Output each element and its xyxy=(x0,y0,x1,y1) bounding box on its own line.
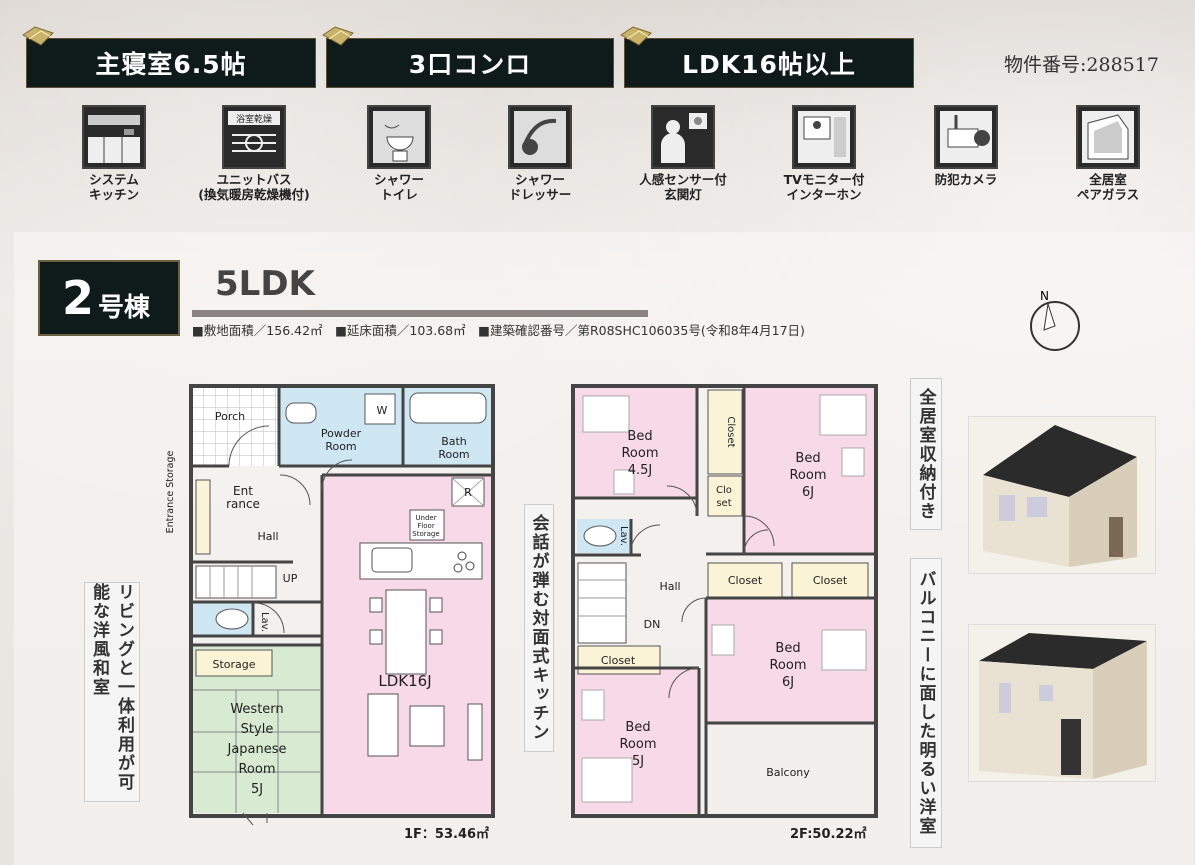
layout-type: 5LDK xyxy=(215,264,315,304)
hall-label: Hall xyxy=(257,530,278,543)
dn-label: DN xyxy=(644,618,661,631)
bed-room-3-label-2: Room xyxy=(769,658,806,673)
tv-intercom-icon xyxy=(792,105,856,169)
bed-room-2-label-3: 6J xyxy=(802,485,814,500)
icon-label: 防犯カメラ xyxy=(934,172,998,187)
up-label: UP xyxy=(283,572,298,585)
divider xyxy=(192,310,648,317)
entrance-storage-label: Entrance Storage xyxy=(165,450,176,533)
lav-2-label: Lav. xyxy=(618,526,629,546)
icon-label: システムキッチン xyxy=(88,172,139,202)
feature-banner-1: 主寝室6.5帖 xyxy=(22,26,316,88)
entrance-label-2: rance xyxy=(226,497,260,511)
closet-3-label: Closet xyxy=(728,574,763,587)
bed-room-4-label-2: Room xyxy=(619,737,656,752)
japanese-room-label-1: Western xyxy=(230,702,283,717)
gem-icon xyxy=(22,26,54,46)
shower-dresser-icon xyxy=(508,105,572,169)
floor-1-plan xyxy=(189,384,495,826)
house-exterior-photo-2 xyxy=(968,624,1156,782)
storage-label: Storage xyxy=(212,658,255,671)
bed-room-2-label-2: Room xyxy=(789,468,826,483)
powder-room-label-1: Powder xyxy=(321,427,362,440)
bed-room-3-label-3: 6J xyxy=(782,675,794,690)
bed-room-2-label-1: Bed xyxy=(795,451,820,466)
property-number: 物件番号:288517 xyxy=(1004,54,1159,76)
japanese-room-label-4: Room xyxy=(238,762,275,777)
floor-2-area: 2F:50.22㎡ xyxy=(790,827,867,842)
porch-label: Porch xyxy=(215,410,245,423)
bath-room-label-1: Bath xyxy=(441,435,467,448)
icon-label: 人感センサー付玄関灯 xyxy=(639,172,727,202)
bed-room-3-label-1: Bed xyxy=(775,641,800,656)
powder-room-label-2: Room xyxy=(325,440,356,453)
floor-2-plan xyxy=(571,384,878,818)
under-floor-label-1: Under xyxy=(415,514,436,522)
closet-1-label: Closet xyxy=(725,416,736,447)
bed-room-4-label-1: Bed xyxy=(625,720,650,735)
gem-icon xyxy=(322,26,354,46)
icon-label: ユニットバス(換気暖房乾燥機付) xyxy=(198,172,310,202)
callout-japanese-room: リビングと一体利用が可能な洋風和室 xyxy=(84,582,140,802)
bed-room-1-label-2: Room xyxy=(621,446,658,461)
security-camera-icon xyxy=(934,105,998,169)
feature-label: LDK16帖以上 xyxy=(682,50,856,79)
balcony-label: Balcony xyxy=(766,766,810,779)
svg-text:N: N xyxy=(1040,289,1049,303)
pair-glass-icon xyxy=(1076,105,1140,169)
under-floor-label-3: Storage xyxy=(412,530,439,538)
unit-bath-tag: 浴室乾燥 xyxy=(236,113,272,125)
icon-label: TVモニター付インターホン xyxy=(783,172,865,202)
system-kitchen-icon xyxy=(82,105,146,169)
shower-toilet-icon xyxy=(367,105,431,169)
floor-1-area: 1F：53.46㎡ xyxy=(404,827,490,842)
compass-icon: N xyxy=(1030,289,1080,351)
icon-label: シャワートイレ xyxy=(373,172,424,202)
closet-2-label-2: set xyxy=(716,498,731,509)
unit-bath-icon: 浴室乾燥 xyxy=(222,105,286,169)
japanese-room-label-3: Japanese xyxy=(226,742,286,757)
ldk-label: LDK16J xyxy=(378,672,431,690)
bed-room-4-label-3: 5J xyxy=(632,754,644,769)
entrance-label-1: Ent xyxy=(233,484,253,498)
sensor-light-icon xyxy=(651,105,715,169)
hall-2-label: Hall xyxy=(659,580,680,593)
refrigerator-label: R xyxy=(464,486,472,499)
closet-2-label-1: Clo xyxy=(716,485,732,496)
house-exterior-photo-1 xyxy=(968,416,1156,574)
feature-label: 主寝室6.5帖 xyxy=(95,50,247,79)
callout-kitchen: 会話が弾む対面式キッチン xyxy=(524,504,554,752)
japanese-room-label-5: 5J xyxy=(251,782,263,797)
closet-5-label: Closet xyxy=(601,654,636,667)
japanese-room-label-2: Style xyxy=(241,722,274,737)
bed-room-1-label-1: Bed xyxy=(627,429,652,444)
bath-room-label-2: Room xyxy=(438,448,469,461)
storage-fill xyxy=(195,649,273,677)
under-floor-label-2: Floor xyxy=(417,522,435,530)
icon-label: シャワードレッサー xyxy=(508,172,572,202)
lav-label: Lav. xyxy=(259,612,270,632)
gem-icon xyxy=(620,26,652,46)
callout-bright-room: バルコニーに面した明るい洋室 xyxy=(910,558,942,848)
closet-4-label: Closet xyxy=(813,574,848,587)
callout-storage: 全居室収納付き xyxy=(910,378,942,530)
bed-room-1-label-3: 4.5J xyxy=(628,463,653,478)
feature-banner-2: 3口コンロ xyxy=(322,26,614,88)
feature-banner-3: LDK16帖以上 xyxy=(620,26,914,88)
building-meta: ■敷地面積／156.42㎡ ■延床面積／103.68㎡ ■建築確認番号／第R08… xyxy=(192,323,805,338)
washer-label: W xyxy=(377,404,388,417)
icon-label: 全居室ペアガラス xyxy=(1076,172,1140,202)
feature-label: 3口コンロ xyxy=(408,50,532,79)
